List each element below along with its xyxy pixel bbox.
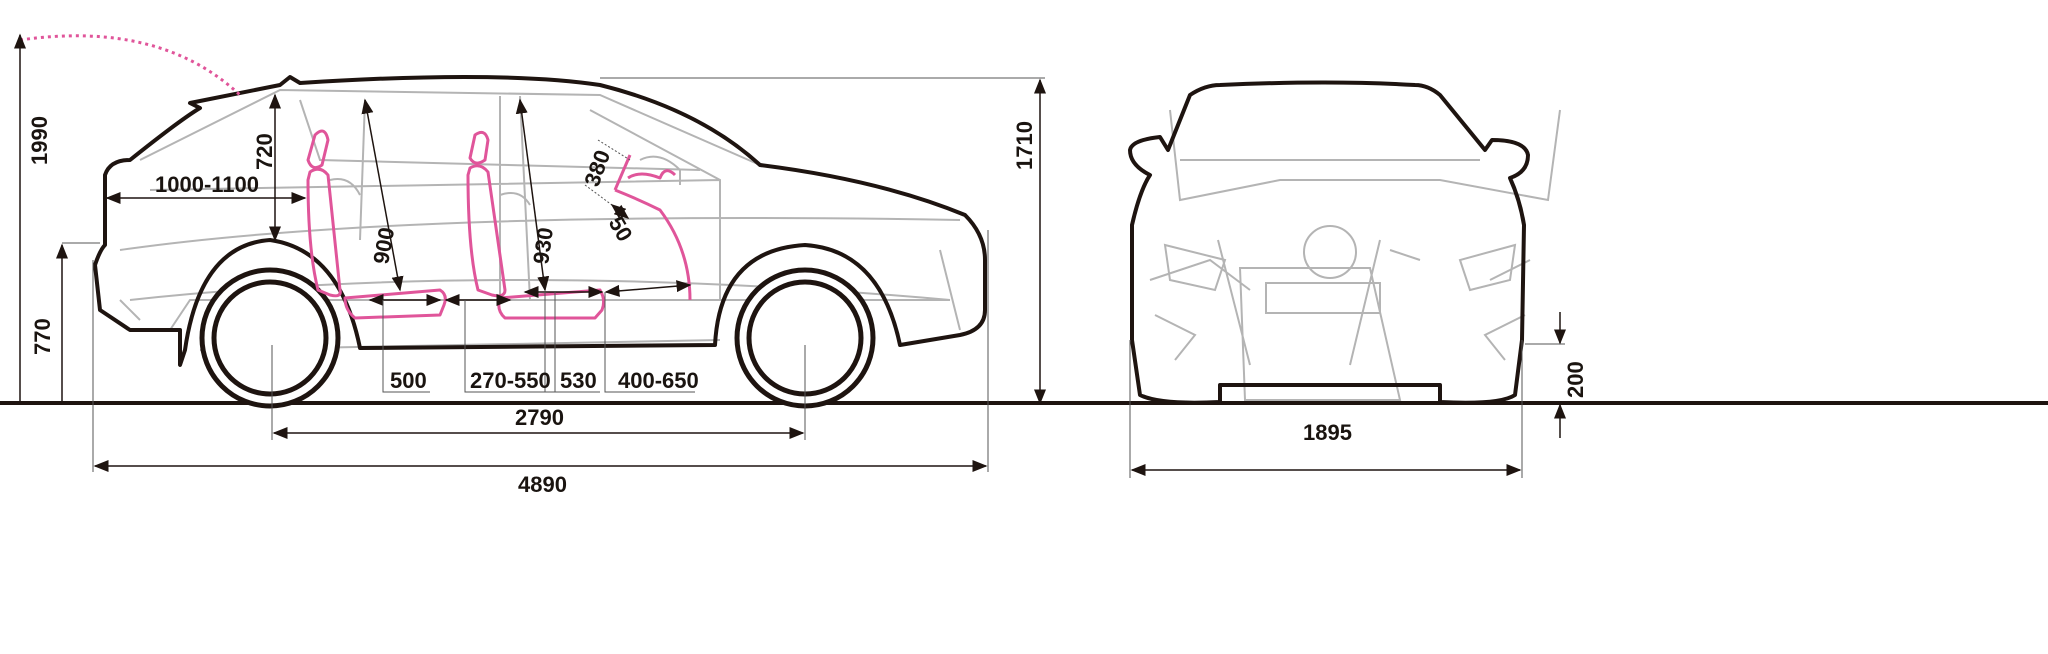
label-front-seat-height: 930	[528, 226, 558, 266]
label-cargo-length: 1000-1100	[155, 172, 259, 197]
label-overall-height: 1710	[1012, 121, 1037, 170]
label-rear-legroom: 270-550	[470, 368, 551, 393]
side-view-car	[19, 34, 987, 409]
label-front-legroom: 400-650	[618, 368, 699, 393]
seat-outlines	[306, 129, 692, 320]
license-plate	[1265, 282, 1381, 314]
front-dimension-lines	[1129, 312, 1566, 478]
label-rear-loading-height: 770	[30, 318, 55, 355]
front-view-car	[1128, 80, 1561, 405]
label-ground-clearance: 200	[1563, 361, 1588, 398]
label-rear-cushion: 500	[390, 368, 427, 393]
side-dimension-lines	[14, 33, 1046, 472]
brand-logo	[1303, 225, 1357, 279]
label-front-cushion: 530	[560, 368, 597, 393]
label-overall-width: 1895	[1303, 420, 1352, 445]
label-overall-length: 4890	[518, 472, 567, 497]
label-rear-headroom: 720	[252, 133, 277, 170]
label-steering-tilt: 50	[604, 212, 638, 246]
tailgate-swing-arc	[19, 34, 242, 97]
label-height-tailgate-open: 1990	[27, 116, 52, 165]
label-steering-reach: 380	[579, 147, 615, 190]
label-wheelbase: 2790	[515, 405, 564, 430]
